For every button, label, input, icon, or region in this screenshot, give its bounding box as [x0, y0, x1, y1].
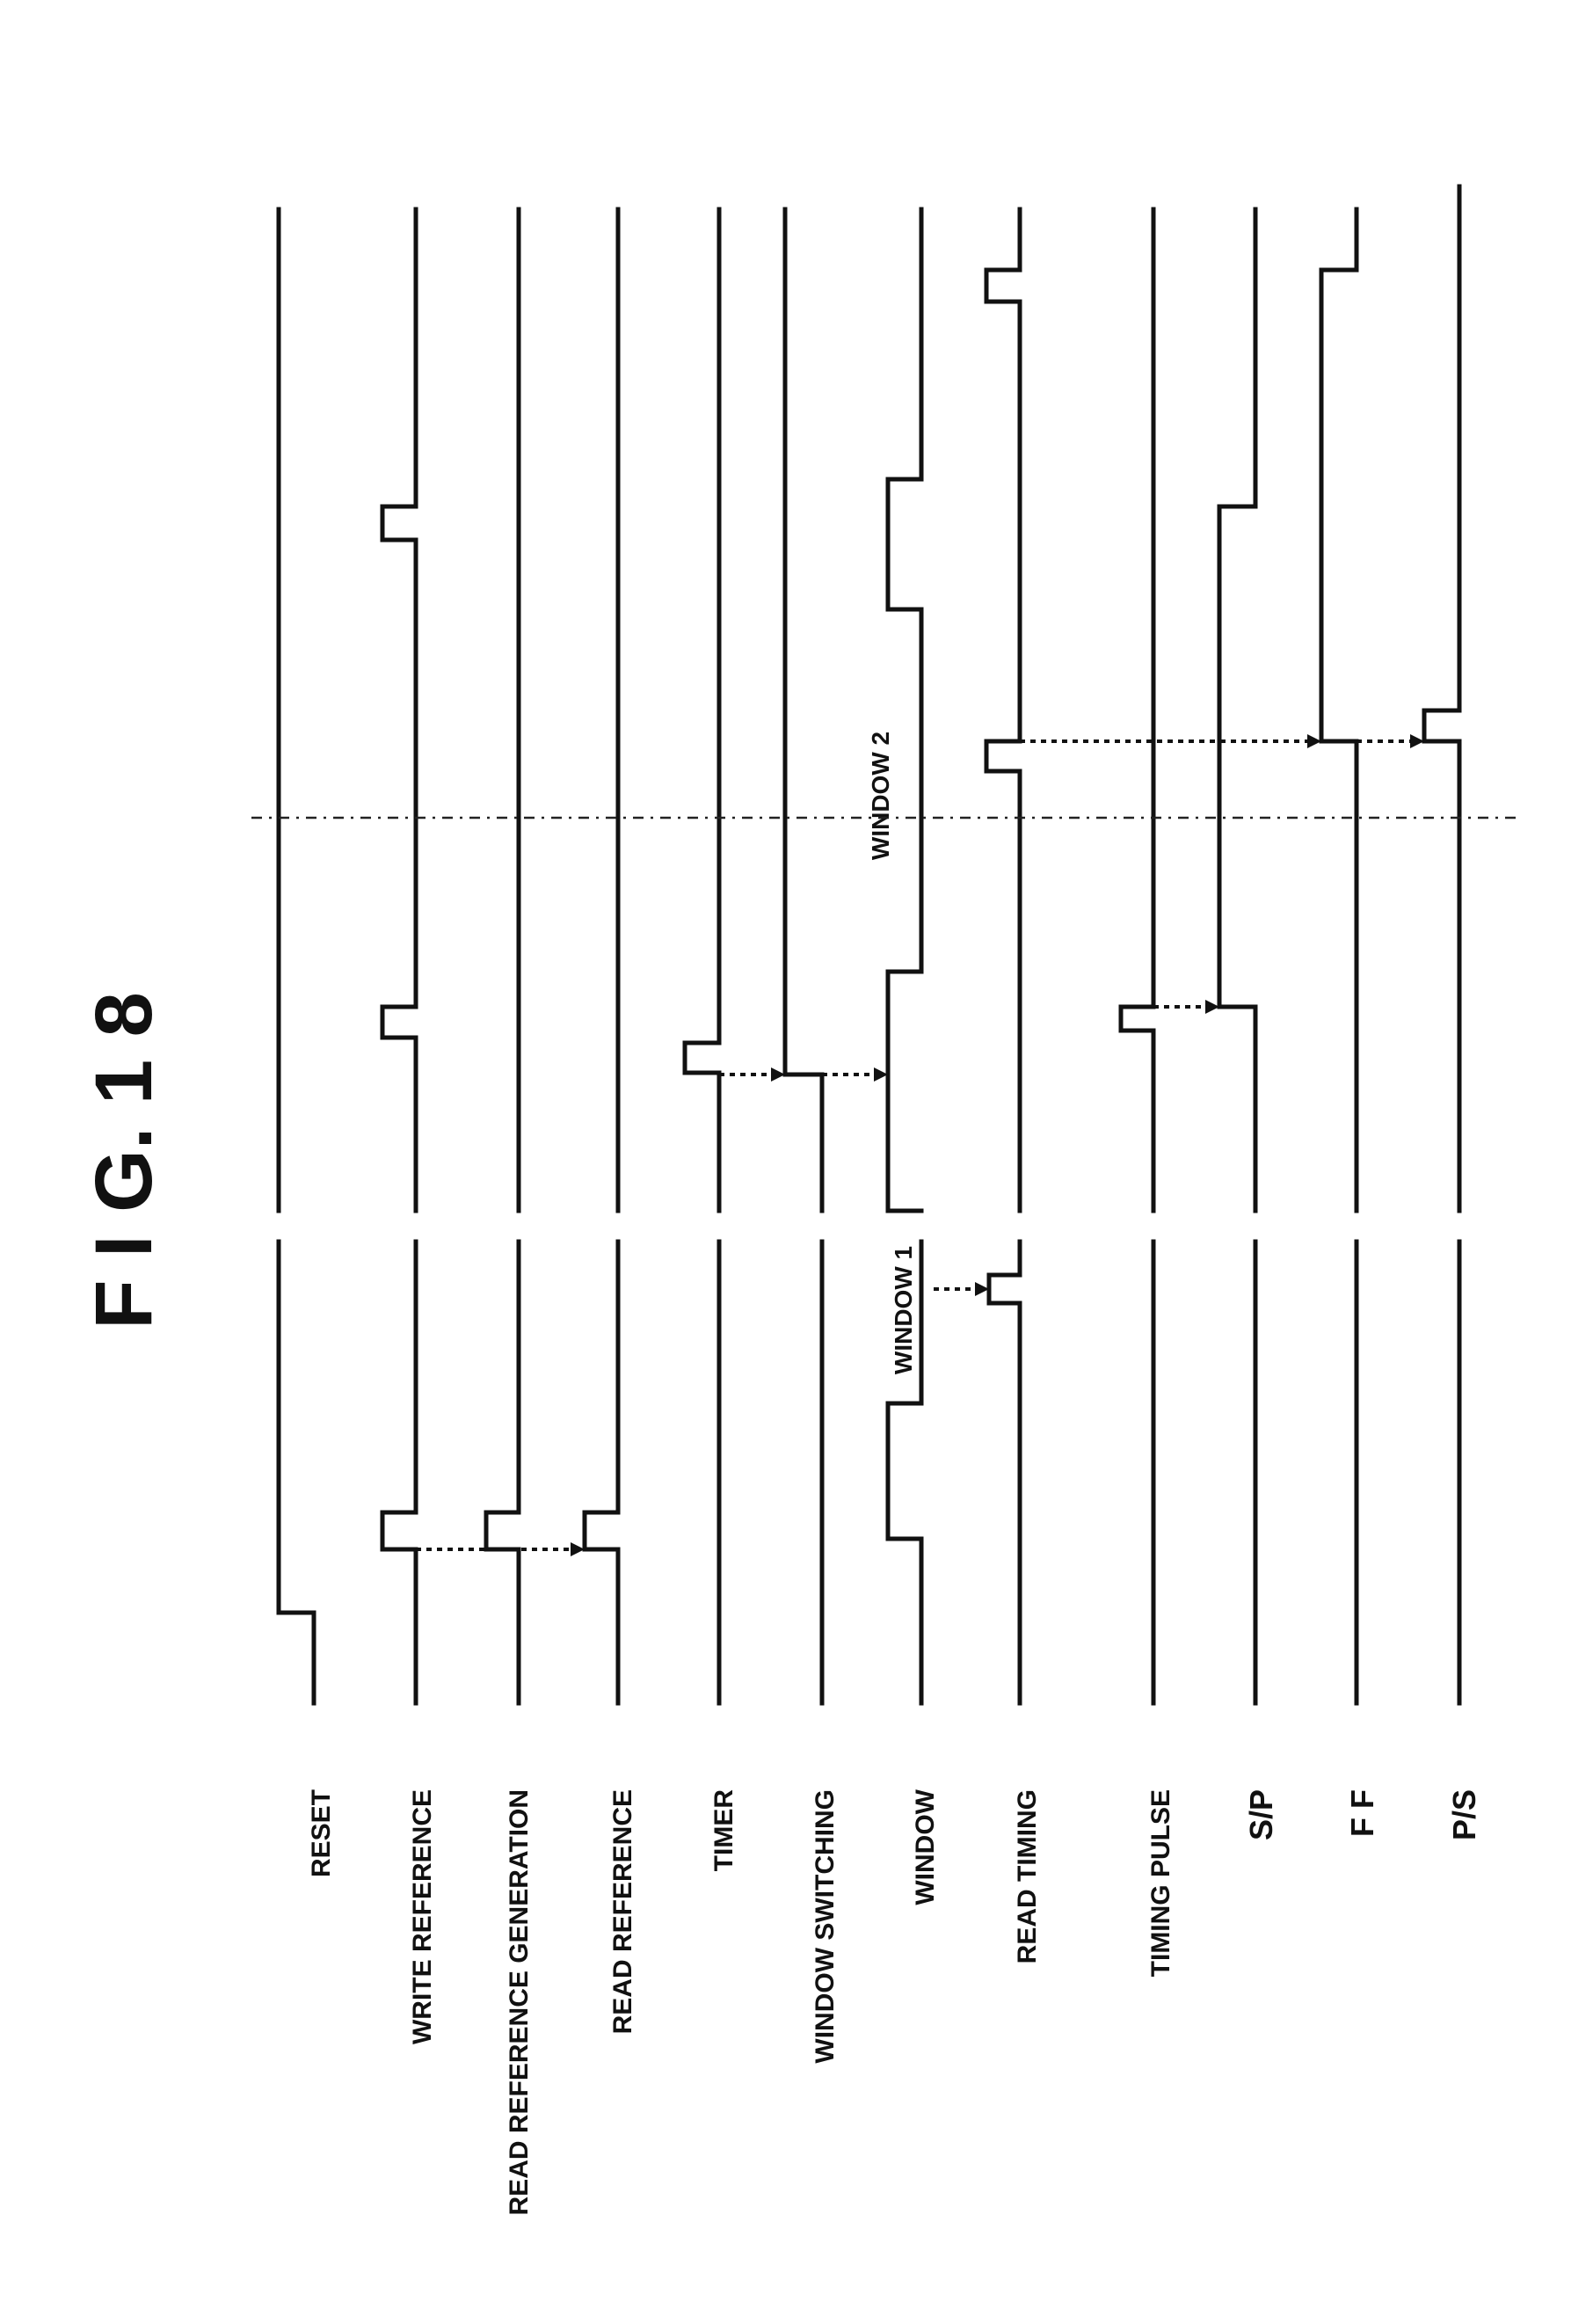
signal-label-read-timing: READ TIMING: [1013, 1789, 1042, 1963]
arrow-timing-pulse-to-s-p: [1153, 1000, 1219, 1014]
read-reference-generation-waveform: [486, 1242, 519, 1703]
window-2-label: WINDOW 2: [867, 732, 894, 860]
arrow-timer-to-window-switching: [719, 1067, 785, 1082]
waveforms: [279, 186, 1459, 1703]
signal-label-ff: F F: [1344, 1789, 1380, 1837]
timer-waveform-2: [685, 209, 719, 1211]
write-reference-waveform: [382, 1242, 416, 1703]
signal-label-write-reference: WRITE REFERENCE: [408, 1789, 437, 2044]
window-switching-waveform-2: [785, 209, 822, 1211]
signal-label-p-s: P/S: [1446, 1789, 1482, 1840]
arrow-window1-to-read-timing: [934, 1282, 989, 1296]
window-waveform-2: [888, 209, 921, 1211]
arrow-write-to-read-reference: [416, 1542, 585, 1556]
signal-label-timer: TIMER: [709, 1789, 738, 1872]
read-timing-waveform: [989, 1242, 1020, 1703]
reset-waveform: [279, 1242, 314, 1703]
signal-label-s-p: S/P: [1243, 1789, 1279, 1840]
write-reference-waveform-2: [382, 209, 416, 1211]
arrow-ff-to-p-s: [1357, 734, 1424, 748]
figure-title: F I G. 1 8: [79, 992, 169, 1329]
read-timing-waveform-2: [986, 209, 1020, 1211]
timing-pulse-waveform-2: [1121, 209, 1153, 1211]
signal-label-timing-pulse: TIMING PULSE: [1146, 1789, 1175, 1977]
arrow-window-switching-to-window: [822, 1067, 888, 1082]
window-1-label: WINDOW 1: [890, 1246, 917, 1374]
signal-label-read-reference-generation: READ REFERENCE GENERATION: [505, 1789, 534, 2215]
signal-labels: RESET WRITE REFERENCE READ REFERENCE GEN…: [307, 1789, 1482, 2215]
read-reference-waveform: [585, 1242, 618, 1703]
s-p-waveform-2: [1219, 209, 1255, 1211]
signal-label-reset: RESET: [307, 1789, 336, 1877]
signal-label-window-switching: WINDOW SWITCHING: [811, 1789, 840, 2064]
signal-label-read-reference: READ REFERENCE: [608, 1789, 637, 2034]
arrow-read-timing-to-ff: [1020, 734, 1321, 748]
signal-label-window: WINDOW: [911, 1789, 940, 1905]
ff-waveform-2: [1321, 209, 1357, 1211]
p-s-waveform-2: [1424, 186, 1459, 1211]
